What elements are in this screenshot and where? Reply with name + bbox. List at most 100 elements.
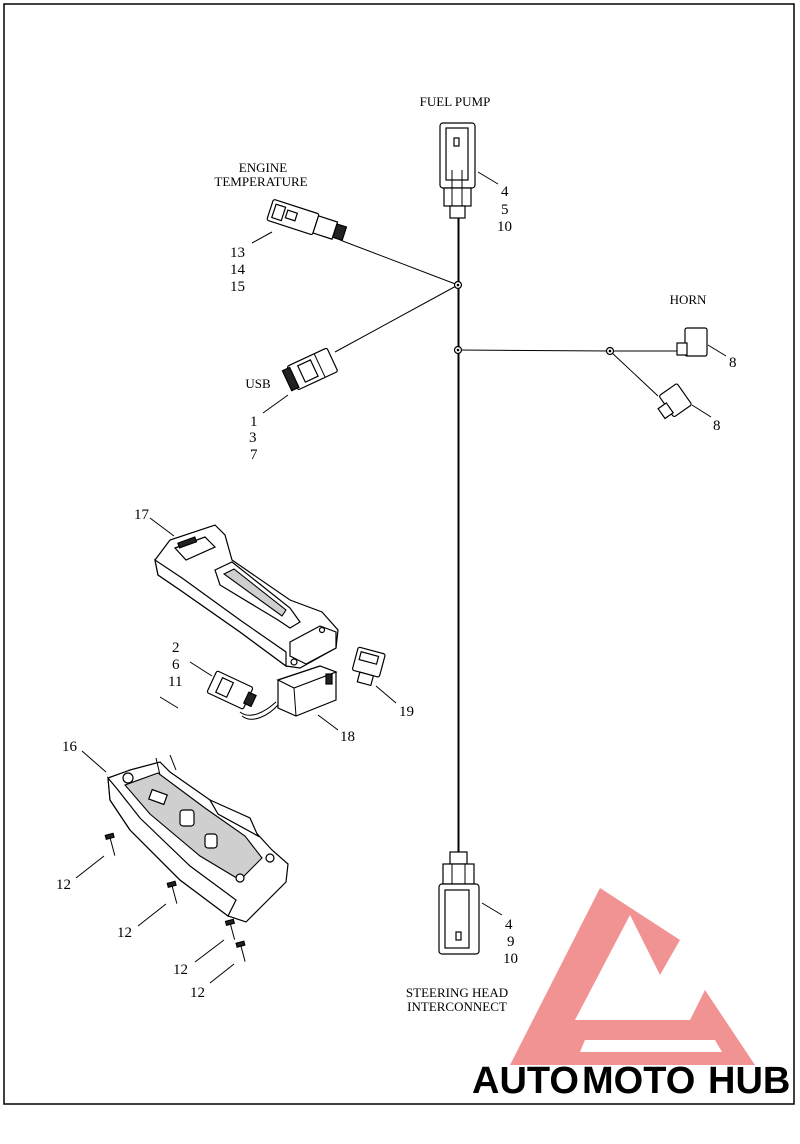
horn-upper-body <box>684 327 708 357</box>
screw-4-head <box>235 940 246 948</box>
horn-lower-connector <box>657 383 692 420</box>
engine-temperature-callout-2: 14 <box>230 262 246 278</box>
screw-2-leader <box>137 903 167 927</box>
usb-plug-part <box>351 646 386 687</box>
steering-head-callout-2: 9 <box>507 934 515 950</box>
usb-branch-wire <box>334 284 459 353</box>
usb-connector-rib <box>313 353 326 378</box>
engine-temp-seal <box>331 223 348 242</box>
module-connector-callout-2: 6 <box>172 657 180 673</box>
steering-head-leader <box>481 902 503 916</box>
module-connector-seal <box>242 691 257 708</box>
horn-upper-connector <box>676 327 708 357</box>
engine-temperature-connector <box>266 199 348 242</box>
usb-module-callout: 18 <box>340 729 355 745</box>
usb-plug-callout: 19 <box>399 704 414 720</box>
engine-temp-branch-wire <box>339 239 459 286</box>
steering-head-connector <box>438 851 480 955</box>
screw-4-callout: 12 <box>190 985 205 1001</box>
housing-callout: 16 <box>62 739 78 755</box>
horn-upper-leader <box>707 344 727 357</box>
fuel-pump-connector-neck <box>443 187 472 207</box>
cover-front-face <box>154 558 287 668</box>
automotohub-logo: AUTO MOTO HUB <box>472 888 790 1102</box>
engine-temp-slot <box>284 209 299 222</box>
housing-leader <box>81 750 107 773</box>
module-connector-latch <box>214 676 235 699</box>
cover-slot-inner <box>222 568 287 617</box>
housing-front-wall <box>107 776 237 917</box>
screw-1-head <box>104 832 115 841</box>
stray-leader <box>159 696 179 709</box>
screw-2 <box>166 880 178 904</box>
steering-connector-latch <box>455 931 462 941</box>
cover-end-block <box>289 625 337 665</box>
usb-leader <box>262 394 289 414</box>
screw-1-callout: 12 <box>56 877 71 893</box>
logo-text-hub: HUB <box>708 1060 790 1102</box>
module-pigtail-wire <box>239 701 277 716</box>
horn-lower-leader <box>691 404 712 418</box>
usb-module-top <box>276 665 338 689</box>
harness-wires <box>334 218 680 852</box>
fuel-pump-connector-latch <box>453 137 460 147</box>
module-connector-leader <box>189 661 213 677</box>
engine-temperature-callout-3: 15 <box>230 279 245 295</box>
engine-temp-latch <box>271 203 287 222</box>
steering-connector-boot <box>449 851 468 865</box>
housing-tab-2 <box>169 754 177 771</box>
splice-node-upper-dot <box>456 283 460 287</box>
module-pigtail-wire-2 <box>241 704 279 720</box>
splice-node-middle-dot <box>456 348 460 352</box>
horn-upper-callout: 8 <box>729 355 737 371</box>
steering-head-label-1: STEERING HEAD <box>406 985 508 1000</box>
screw-3-leader <box>194 939 225 963</box>
usb-plug-face <box>358 651 380 665</box>
housing-tab <box>155 757 161 776</box>
fuel-pump-callout-2: 5 <box>501 202 509 218</box>
steering-connector-neck <box>442 863 475 885</box>
usb-connector-grip <box>281 366 300 392</box>
usb-module-leader <box>317 714 339 731</box>
screw-3 <box>224 918 236 940</box>
steering-head-callout-1: 4 <box>505 917 513 933</box>
fuel-pump-callout-3: 10 <box>497 219 512 235</box>
screw-4 <box>235 940 246 962</box>
horn-branch-wire <box>457 349 611 352</box>
usb-module-edge <box>293 687 297 717</box>
logo-text-auto: AUTO <box>472 1060 579 1102</box>
usb-label: USB <box>245 376 271 391</box>
usb-callout-1: 1 <box>250 414 258 430</box>
steering-head-callout-3: 10 <box>503 951 518 967</box>
screw-3-callout: 12 <box>173 962 188 978</box>
screw-1 <box>104 832 116 856</box>
module-harness-connector <box>206 670 257 710</box>
logo-inner-cut <box>580 1040 722 1052</box>
cover-leader <box>149 517 175 537</box>
splice-node-horn-dot <box>608 349 612 353</box>
cover-screw-hole <box>290 658 298 666</box>
fuel-pump-connector-face <box>445 127 469 181</box>
engine-temperature-label-1: ENGINE <box>239 160 287 175</box>
housing-screw-hole-2 <box>235 873 245 883</box>
engine-temperature-leader <box>251 231 273 244</box>
screw-3-head <box>224 918 236 926</box>
screw-4-leader <box>209 963 235 984</box>
horn-upper-tab <box>676 342 688 356</box>
logo-text-moto: MOTO <box>582 1060 695 1102</box>
logo-triangle <box>510 888 755 1065</box>
usb-callout-3: 7 <box>250 447 258 463</box>
screw-4-shank <box>240 946 246 962</box>
fuel-pump-connector <box>439 122 476 219</box>
usb-connector <box>281 347 338 392</box>
usb-module-port <box>325 673 333 685</box>
housing-screw-hole <box>122 772 134 784</box>
fuel-pump-leader <box>477 171 499 185</box>
engine-temperature-label-2: TEMPERATURE <box>214 174 307 189</box>
screw-2-callout: 12 <box>117 925 132 941</box>
housing-screw-hole-3 <box>265 853 275 863</box>
cover-callout: 17 <box>134 507 150 523</box>
diagram-border <box>3 3 795 1105</box>
cover-screw-hole-2 <box>318 626 326 634</box>
